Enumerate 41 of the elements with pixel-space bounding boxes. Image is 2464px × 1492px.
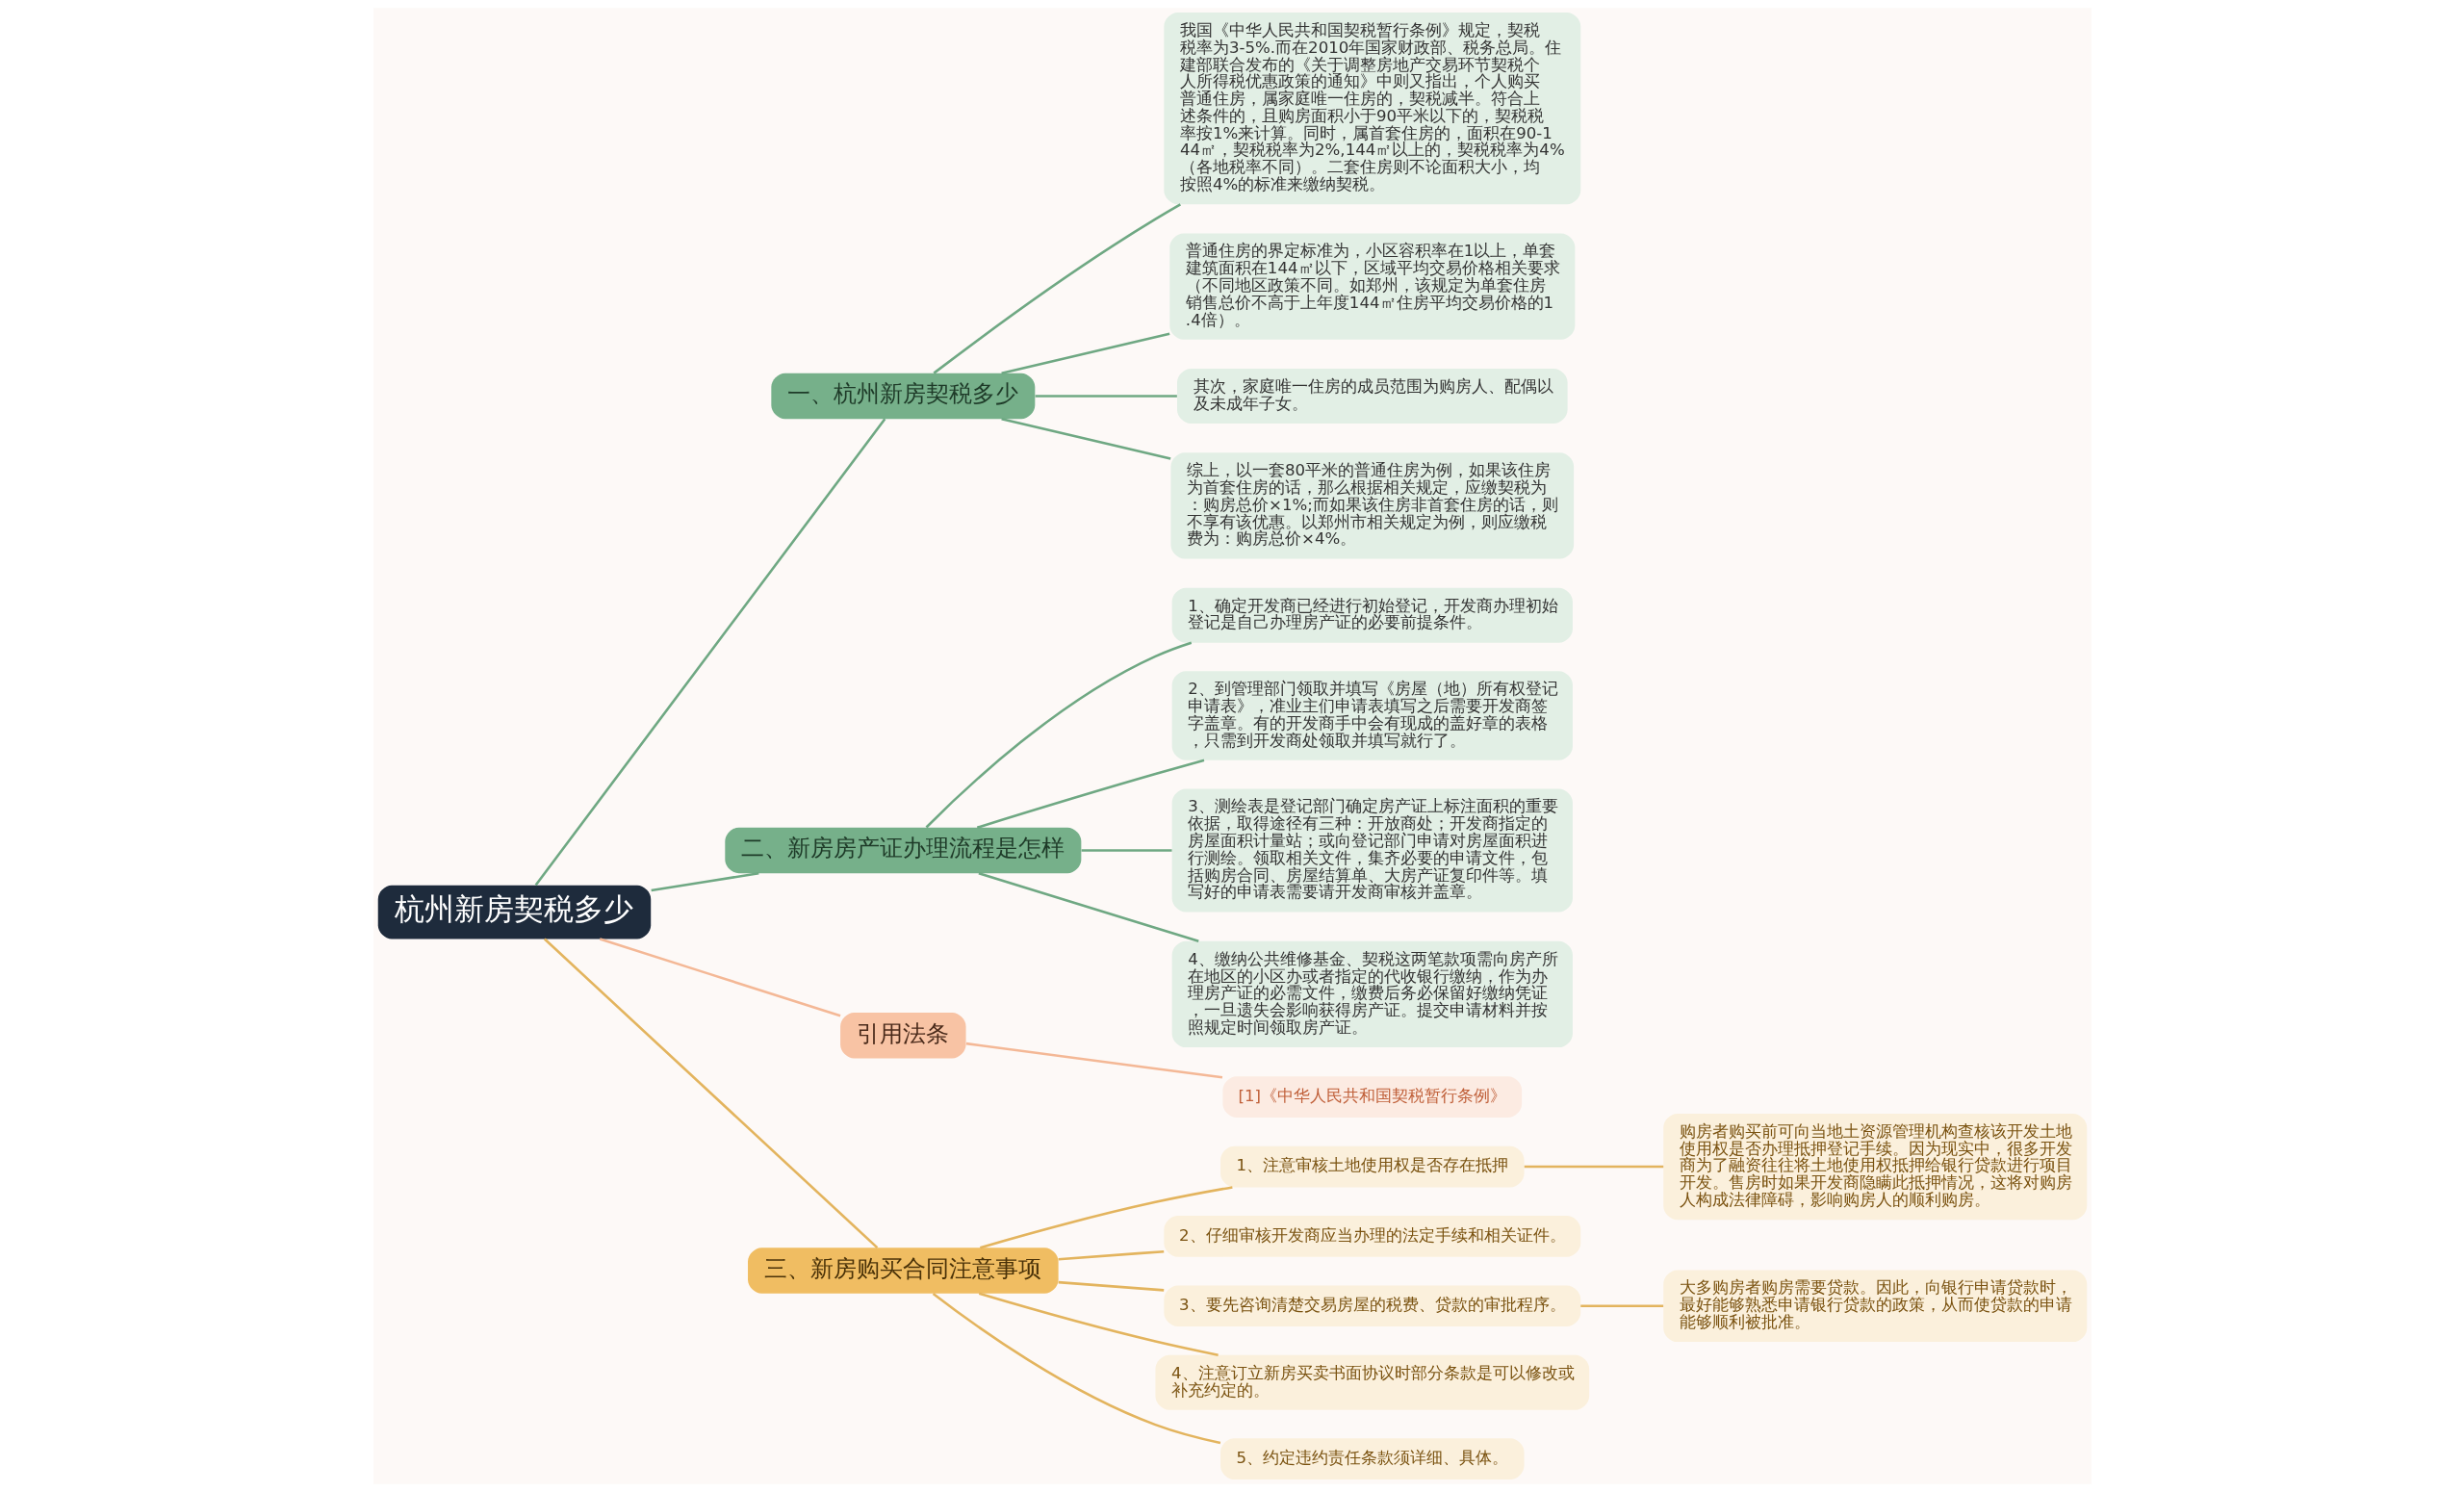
connector [1035, 395, 1177, 398]
node-box: 引用法条 [839, 1012, 966, 1059]
node-box: 杭州新房契税多少 [377, 885, 651, 939]
node-box: 普通住房的界定标准为，小区容积率在1以上，单套建筑面积在144㎡以下，区域平均交易价格相关要求（不同地区政策不同。如郑州，该规定为单套住房销售总价不高于上年度144㎡住房平均交易价格的1.4倍）。 [1168, 233, 1575, 340]
connector [978, 872, 1199, 942]
connector [543, 938, 878, 1249]
connector [1000, 417, 1170, 460]
connector [979, 1186, 1233, 1249]
connector [1058, 1280, 1164, 1292]
node-box: 3、测绘表是登记部门确定房产证上标注面积的重要依据，取得途径有三种：开放商处；开发商指定的房屋面积计量站；或向登记部门申请对房屋面积进行测绘。领取相关文件，集齐必要的申请文件，包括购房合同、房屋结算单、大房产证复印件等。填写好的申请表需要请开发商审核并盖章。 [1171, 788, 1573, 913]
connector [1000, 332, 1169, 374]
node-box: 2、仔细审核开发商应当办理的法定手续和相关证件。 [1163, 1216, 1580, 1257]
connector [1579, 1304, 1663, 1308]
connector [932, 1292, 1220, 1445]
node-box: 4、注意订立新房买卖书面协议时部分条款是可以修改或补充约定的。 [1154, 1354, 1589, 1410]
node-box: 一、杭州新房契税多少 [770, 373, 1035, 420]
connector [1081, 849, 1171, 852]
connector [978, 1292, 1219, 1356]
node-box: 5、约定违约责任条款须详细、具体。 [1219, 1438, 1525, 1480]
node-box: 4、缴纳公共维修基金、契税这两笔款项需向房产所在地区的小区办或者指定的代收银行缴纳，作为办理房产证的必需文件，缴费后务必保留好缴纳凭证，一旦遗失会影响获得房产证。提交申请材料并按照规定时间领取房产证。 [1171, 940, 1573, 1048]
node-box: 二、新房房产证办理流程是怎样 [724, 827, 1081, 874]
node-box: 大多购房者购房需要贷款。因此，向银行申请贷款时，最好能够熟悉申请银行贷款的政策，从而使贷款的申请能够顺利被批准。 [1662, 1270, 2087, 1343]
connector [534, 418, 886, 887]
node-box: 3、要先咨询清楚交易房屋的税费、贷款的审批程序。 [1163, 1285, 1580, 1327]
connector [599, 938, 840, 1017]
node-box: 购房者购买前可向当地土资源管理机构查核该开发土地使用权是否办理抵押登记手续。因为现实中，很多开发商为了融资往往将土地使用权抵押给银行贷款进行项目开发。售房时如果开发商隐瞒此抵押情况，这将对购房人构成法律障碍，影响购房人的顺利购房。 [1662, 1113, 2087, 1221]
connector [965, 1042, 1222, 1079]
connector [976, 759, 1204, 829]
node-box: 三、新房购买合同注意事项 [747, 1248, 1059, 1294]
connector [933, 203, 1181, 374]
node-box: 2、到管理部门领取并填写《房屋（地）所有权登记申请表》，准业主们申请表填写之后需要开发商签字盖章。有的开发商手中会有现成的盖好章的表格，只需到开发商处领取并填写就行了。 [1171, 671, 1573, 760]
node-box: 综上，以一套80平米的普通住房为例，如果该住房为首套住房的话，那么根据相关规定，应缴契税为：购房总价×1%;而如果该住房非首套住房的话，则不享有该优惠。以郑州市相关规定为例，则应缴税费为：购房总价×4%。 [1169, 452, 1574, 559]
connector [925, 641, 1192, 829]
node-box: 1、注意审核土地使用权是否存在抵押 [1219, 1145, 1525, 1188]
connector [1524, 1165, 1663, 1169]
connector [650, 872, 759, 892]
node-box: [1]《中华人民共和国契税暂行条例》 [1221, 1076, 1522, 1119]
node-box: 1、确定开发商已经进行初始登记，开发商办理初始登记是自己办理房产证的必要前提条件。 [1171, 587, 1573, 643]
node-box: 其次，家庭唯一住房的成员范围为购房人、配偶以及未成年子女。 [1176, 369, 1568, 424]
node-box: 我国《中华人民共和国契税暂行条例》规定，契税税率为3-5%.而在2010年国家财政部、税务总局。住建部联合发布的《关于调整房地产交易环节契税个人所得税优惠政策的通知》中则又指出，个人购买普通住房，属家庭唯一住房的，契税减半。符合上述条件的，且购房面积小于90平米以下的，契税税率按1%来计算。同时，属首套住房的，面积在90-144㎡，契税税率为2%,144㎡以上的，契税税率为4%（各地税率不同）。二套住房则不论面积大小，均按照4%的标准来缴纳契税。 [1163, 12, 1580, 205]
connector [1058, 1249, 1164, 1261]
